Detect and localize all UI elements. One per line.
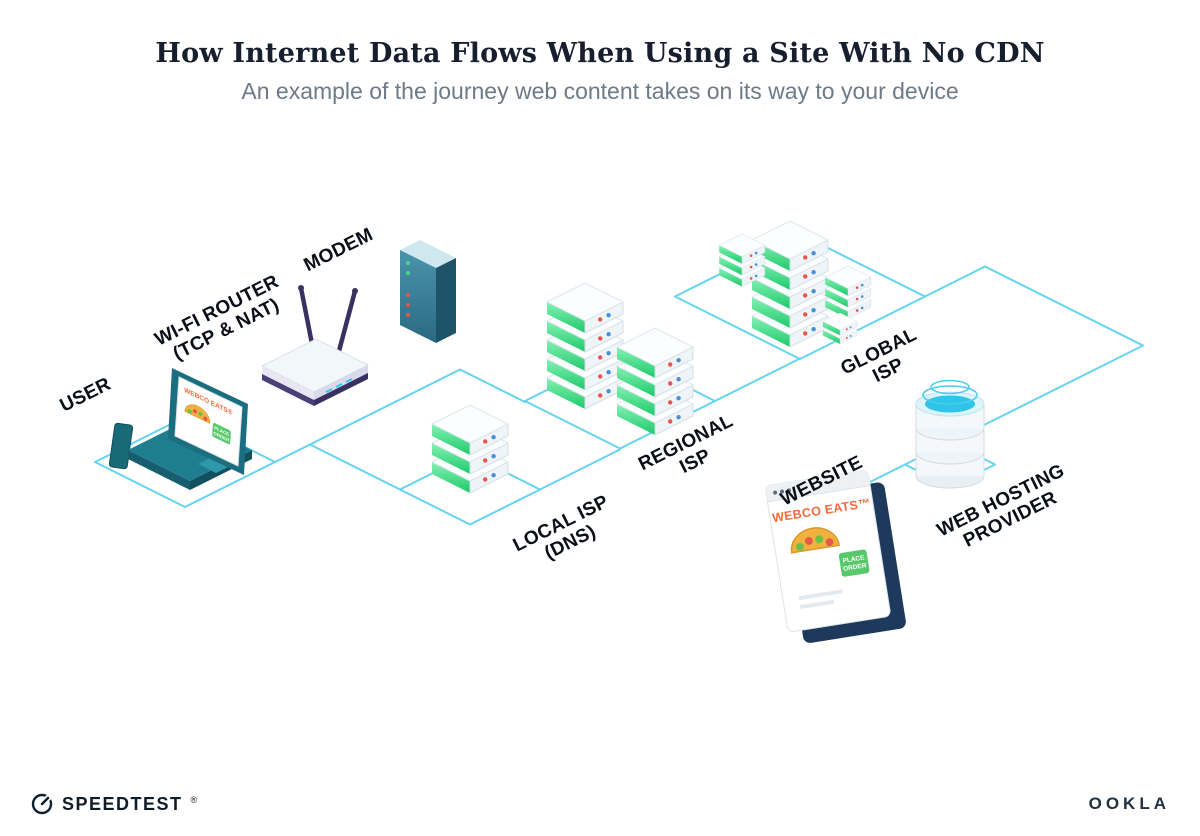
browser-dot-icon [780, 489, 785, 494]
web-hosting-device [915, 379, 985, 489]
regional-isp-servers [546, 282, 694, 436]
ookla-wordmark: OOKLA [1088, 794, 1170, 813]
browser-dot-icon [786, 488, 791, 493]
svg-text:PLACE: PLACE [842, 554, 866, 564]
svg-text:PLACE: PLACE [214, 425, 229, 437]
modem-device [400, 240, 456, 343]
page-subtitle: An example of the journey web content ta… [241, 78, 959, 104]
laptop-order-button [212, 423, 231, 445]
speedtest-gauge-icon [31, 793, 53, 815]
laptop-device: WEBCO EATS® PLACE ORDER [108, 368, 252, 490]
speedtest-wordmark: SPEEDTEST [62, 793, 183, 814]
global-to-hosting-loop-line [924, 265, 1144, 443]
regional-to-global-line [714, 357, 801, 402]
browser-dot-icon [773, 490, 778, 495]
local-isp-servers [431, 404, 509, 494]
local-to-regional-line [539, 448, 621, 491]
global-isp-servers [718, 220, 872, 348]
user-to-modem-line [274, 368, 526, 463]
place-order-button [838, 549, 870, 577]
speedtest-logo: SPEEDTEST ® [30, 792, 197, 816]
phone-device [108, 422, 134, 470]
speedtest-registered-mark: ® [190, 795, 198, 805]
svg-text:ORDER: ORDER [843, 562, 868, 573]
spur-to-local-isp-line [309, 443, 401, 491]
page-title: How Internet Data Flows When Using a Sit… [155, 38, 1045, 69]
wifi-router-device [260, 285, 370, 406]
website-window: WEBCO EATS™ PLACE ORDER [765, 470, 906, 643]
